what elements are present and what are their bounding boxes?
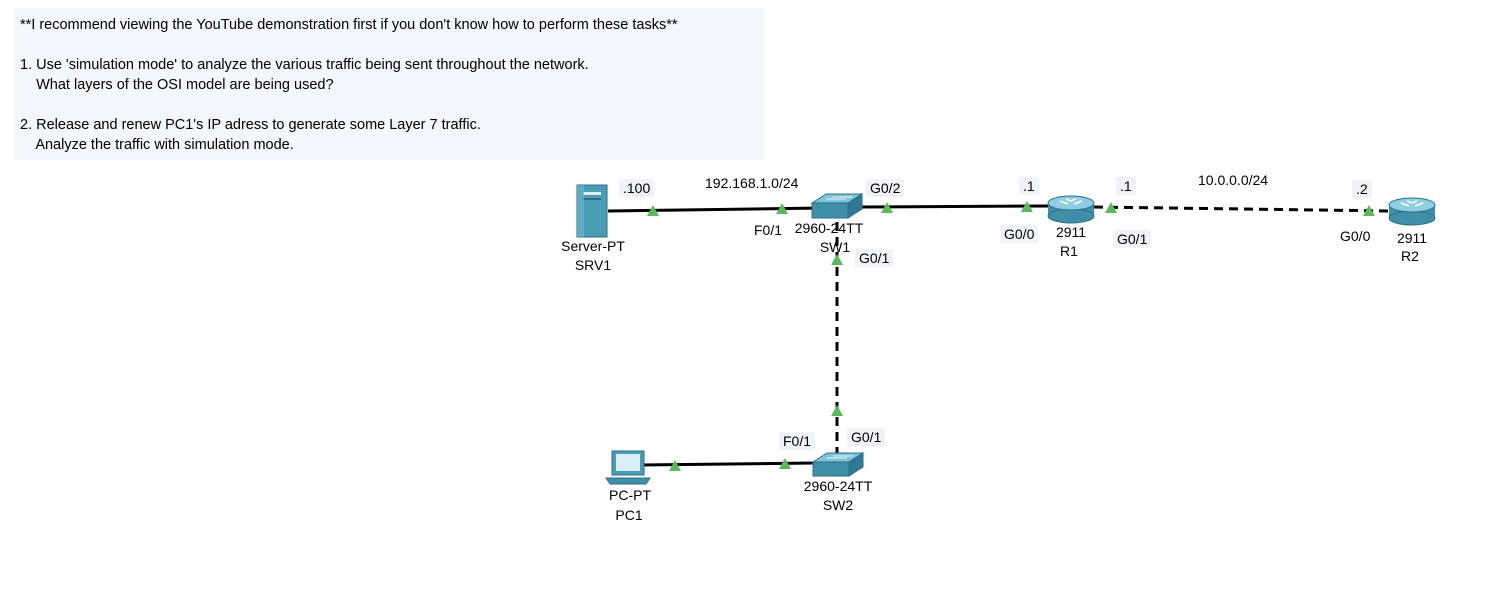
pc1-name-label: PC1 (615, 507, 643, 523)
link-srv1-sw1[interactable] (607, 206, 823, 213)
r1-g00-ip-label: .1 (1019, 177, 1039, 195)
link-pc1-sw2[interactable] (639, 461, 816, 467)
network-label-lan: 192.168.1.0/24 (705, 175, 799, 191)
sw2-f01-label: F0/1 (779, 432, 816, 450)
sw1-model-label: 2960-24TT (794, 220, 864, 236)
link-up-icon (831, 405, 843, 416)
srv1-name-label: SRV1 (574, 257, 612, 273)
sw2-model-label: 2960-24TT (803, 478, 873, 494)
link-r1-r2[interactable] (1093, 205, 1393, 213)
r2-g00-label: G0/0 (1340, 228, 1371, 244)
sw1-g02-label: G0/2 (866, 179, 905, 197)
link-up-icon (647, 205, 659, 216)
sw2-name-label: SW2 (822, 497, 854, 513)
pc1-model-label: PC-PT (609, 487, 651, 503)
r2-g00-ip-label: .2 (1352, 180, 1372, 198)
note-header: **I recommend viewing the YouTube demons… (20, 17, 678, 33)
router-icon[interactable] (1047, 195, 1095, 224)
task-2-line-2: Analyze the traffic with simulation mode… (20, 137, 294, 153)
sw1-f01-label: F0/1 (754, 222, 783, 238)
sw2-g01-label: G0/1 (847, 428, 886, 446)
r1-name-label: R1 (1060, 243, 1078, 259)
instructions-note: **I recommend viewing the YouTube demons… (14, 8, 764, 160)
link-up-icon (1363, 205, 1375, 216)
link-up-icon (881, 202, 893, 213)
r1-g01-label: G0/1 (1113, 230, 1152, 248)
r1-model-label: 2911 (1055, 224, 1087, 240)
switch-icon[interactable] (810, 193, 864, 219)
r2-model-label: 2911 (1396, 230, 1428, 246)
sw1-name-label: SW1 (819, 239, 851, 255)
switch-icon[interactable] (811, 452, 865, 477)
task-1-line-1: 1. Use 'simulation mode' to analyze the … (20, 57, 589, 73)
r2-name-label: R2 (1401, 248, 1419, 264)
sw1-g01-label: G0/1 (855, 249, 894, 267)
link-up-icon (1105, 202, 1117, 213)
network-label-wan: 10.0.0.0/24 (1198, 172, 1269, 188)
link-up-icon (831, 254, 843, 265)
server-icon[interactable] (576, 184, 608, 238)
link-sw1-r1[interactable] (861, 204, 1049, 209)
pc-icon[interactable] (605, 450, 651, 485)
r1-g01-ip-label: .1 (1116, 177, 1136, 195)
task-2-line-1: 2. Release and renew PC1's IP adress to … (20, 117, 481, 133)
task-1-line-2: What layers of the OSI model are being u… (20, 77, 334, 93)
link-up-icon (779, 458, 791, 469)
srv1-model-label: Server-PT (561, 238, 625, 254)
link-up-icon (776, 203, 788, 214)
r1-g00-label: G0/0 (1000, 225, 1039, 243)
link-up-icon (669, 460, 681, 471)
router-icon[interactable] (1388, 197, 1436, 226)
srv1-ip-label: .100 (619, 179, 655, 197)
link-up-icon (1021, 201, 1033, 212)
